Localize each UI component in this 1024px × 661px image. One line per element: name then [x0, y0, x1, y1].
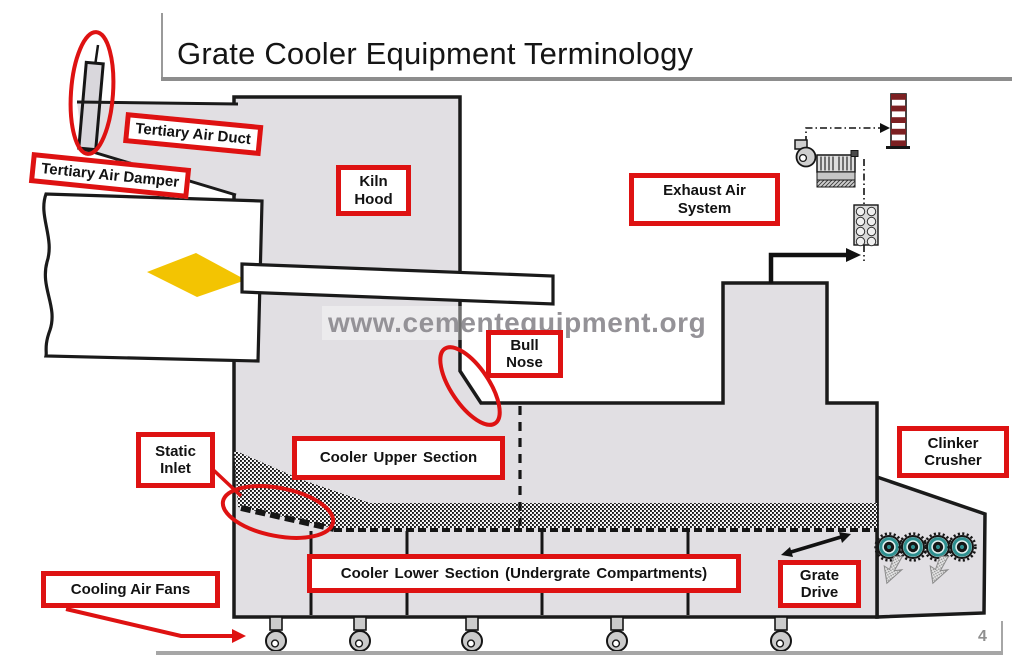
label-grate-drive: Grate Drive [778, 560, 861, 608]
cooling-fan-icon [770, 616, 792, 652]
label-text: Tertiary Air Duct [134, 120, 252, 149]
label-text: Static [155, 442, 196, 460]
label-text: Cooler Upper Section [319, 449, 478, 467]
bull-nose-highlight-ellipse [438, 345, 502, 427]
air-cooler-icon [853, 204, 879, 247]
cooling-fan-icon [606, 616, 628, 652]
label-cooler-upper-section: Cooler Upper Section [292, 436, 505, 480]
title-underline [161, 77, 1012, 81]
exhaust-air-system-icons [794, 93, 910, 261]
label-text: Grate [799, 566, 840, 584]
clinker-bed [234, 450, 877, 528]
damper-highlight-ellipse [68, 30, 116, 156]
cooling-fans-pointer-line [65, 607, 233, 638]
label-cooling-air-fans: Cooling Air Fans [41, 571, 220, 608]
static-inlet-highlight-ellipse [220, 484, 336, 540]
bag-filter-icon [816, 150, 859, 188]
label-bull-nose: Bull Nose [486, 330, 563, 378]
grate-drive-arrow [781, 532, 851, 557]
page-number: 4 [978, 628, 987, 645]
label-cooler-lower-section: Cooler Lower Section (Undergrate Compart… [307, 554, 741, 593]
label-kiln-hood: Kiln Hood [336, 165, 411, 216]
label-static-inlet: Static Inlet [136, 432, 215, 488]
ground-line [156, 651, 1003, 655]
label-text: System [677, 199, 732, 217]
label-text: Drive [800, 584, 839, 601]
label-text: Exhaust Air [663, 182, 746, 200]
label-text: Kiln [359, 173, 388, 191]
exhaust-duct-arrow [768, 248, 861, 283]
bottom-right-corner-line [1001, 621, 1003, 655]
label-text: Cooling Air Fans [70, 580, 191, 598]
cooling-fan-icon [461, 616, 483, 652]
label-clinker-crusher: Clinker Crusher [897, 426, 1009, 478]
flame-icon [147, 253, 246, 297]
label-text: Crusher [924, 452, 982, 469]
rotary-kiln [42, 192, 264, 363]
page-title: Grate Cooler Equipment Terminology [177, 36, 694, 71]
cooling-fan-icon [349, 616, 371, 652]
burner-pipe [240, 262, 555, 306]
dash-dot-ducting [805, 127, 881, 261]
stack-icon [886, 93, 910, 149]
label-text: Nose [506, 354, 543, 371]
label-text: Inlet [160, 460, 191, 477]
cooling-fan-icon [265, 616, 287, 652]
label-exhaust-air-system: Exhaust Air System [629, 173, 780, 226]
duct-arrowhead [880, 123, 890, 133]
title-left-tick [161, 13, 163, 77]
label-text: Cooler Lower Section (Undergrate Compart… [340, 564, 708, 582]
exhaust-fan-icon [794, 139, 817, 168]
tertiary-air-damper-icon [76, 44, 239, 152]
cooling-air-fans-icons [265, 616, 792, 652]
cooler-body [232, 95, 879, 619]
cooling-fans-pointer-arrowhead [232, 629, 246, 643]
tertiary-air-duct-upper-line [76, 100, 239, 106]
static-inlet-grate [240, 505, 335, 532]
label-text: Hood [354, 190, 393, 208]
label-text: Clinker [927, 434, 979, 452]
label-text: Bull [510, 336, 539, 354]
